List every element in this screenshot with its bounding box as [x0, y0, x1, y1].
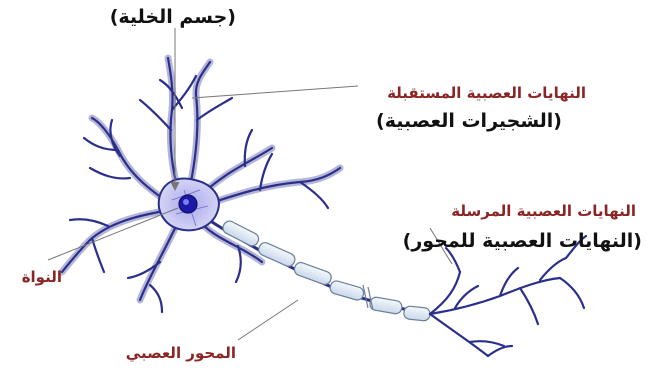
label-dendrites: (الشجيرات العصبية) [376, 112, 562, 131]
axon-terminals [430, 236, 586, 356]
label-cell-body: (جسم الخلية) [110, 8, 236, 27]
pointer-dendrites [192, 86, 358, 98]
nucleus [179, 195, 197, 213]
label-sending-endings: النهايات العصبية المرسلة [451, 204, 636, 219]
pointer-lines [48, 28, 452, 340]
label-axon: المحور العصبي [126, 346, 236, 361]
pointer-axon [238, 300, 298, 340]
label-receiving-endings: النهايات العصبية المستقبلة [387, 86, 586, 101]
myelin-sheath [221, 219, 431, 321]
label-axon-terminals: (النهايات العصبية للمحور) [403, 232, 642, 251]
label-nucleus: النواة [22, 270, 62, 285]
pointer-nucleus [48, 208, 178, 260]
